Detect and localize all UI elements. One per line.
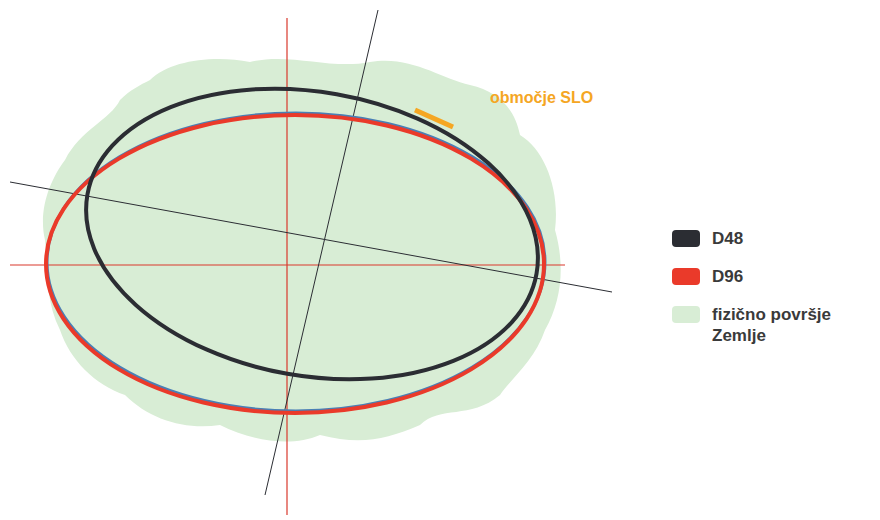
red-axis-horizontal [10, 264, 565, 265]
legend-row: D96 [672, 266, 862, 287]
black-axis-minor [265, 10, 378, 495]
legend-text: fizično površje Zemlje [712, 304, 862, 347]
d48-ellipsoid [63, 55, 561, 414]
legend-swatch [672, 268, 700, 285]
legend-swatch [672, 306, 700, 323]
earth-surface [43, 59, 561, 442]
legend-swatch [672, 230, 700, 247]
legend-row: D48 [672, 228, 862, 249]
red-axis-vertical [286, 18, 287, 515]
slo-segment [415, 110, 453, 127]
legend-text: D48 [712, 228, 862, 249]
legend-row: fizično površje Zemlje [672, 304, 862, 347]
legend-text: D96 [712, 266, 862, 287]
region-label: območje SLO [490, 89, 593, 107]
d96-ellipsoid [46, 115, 544, 413]
